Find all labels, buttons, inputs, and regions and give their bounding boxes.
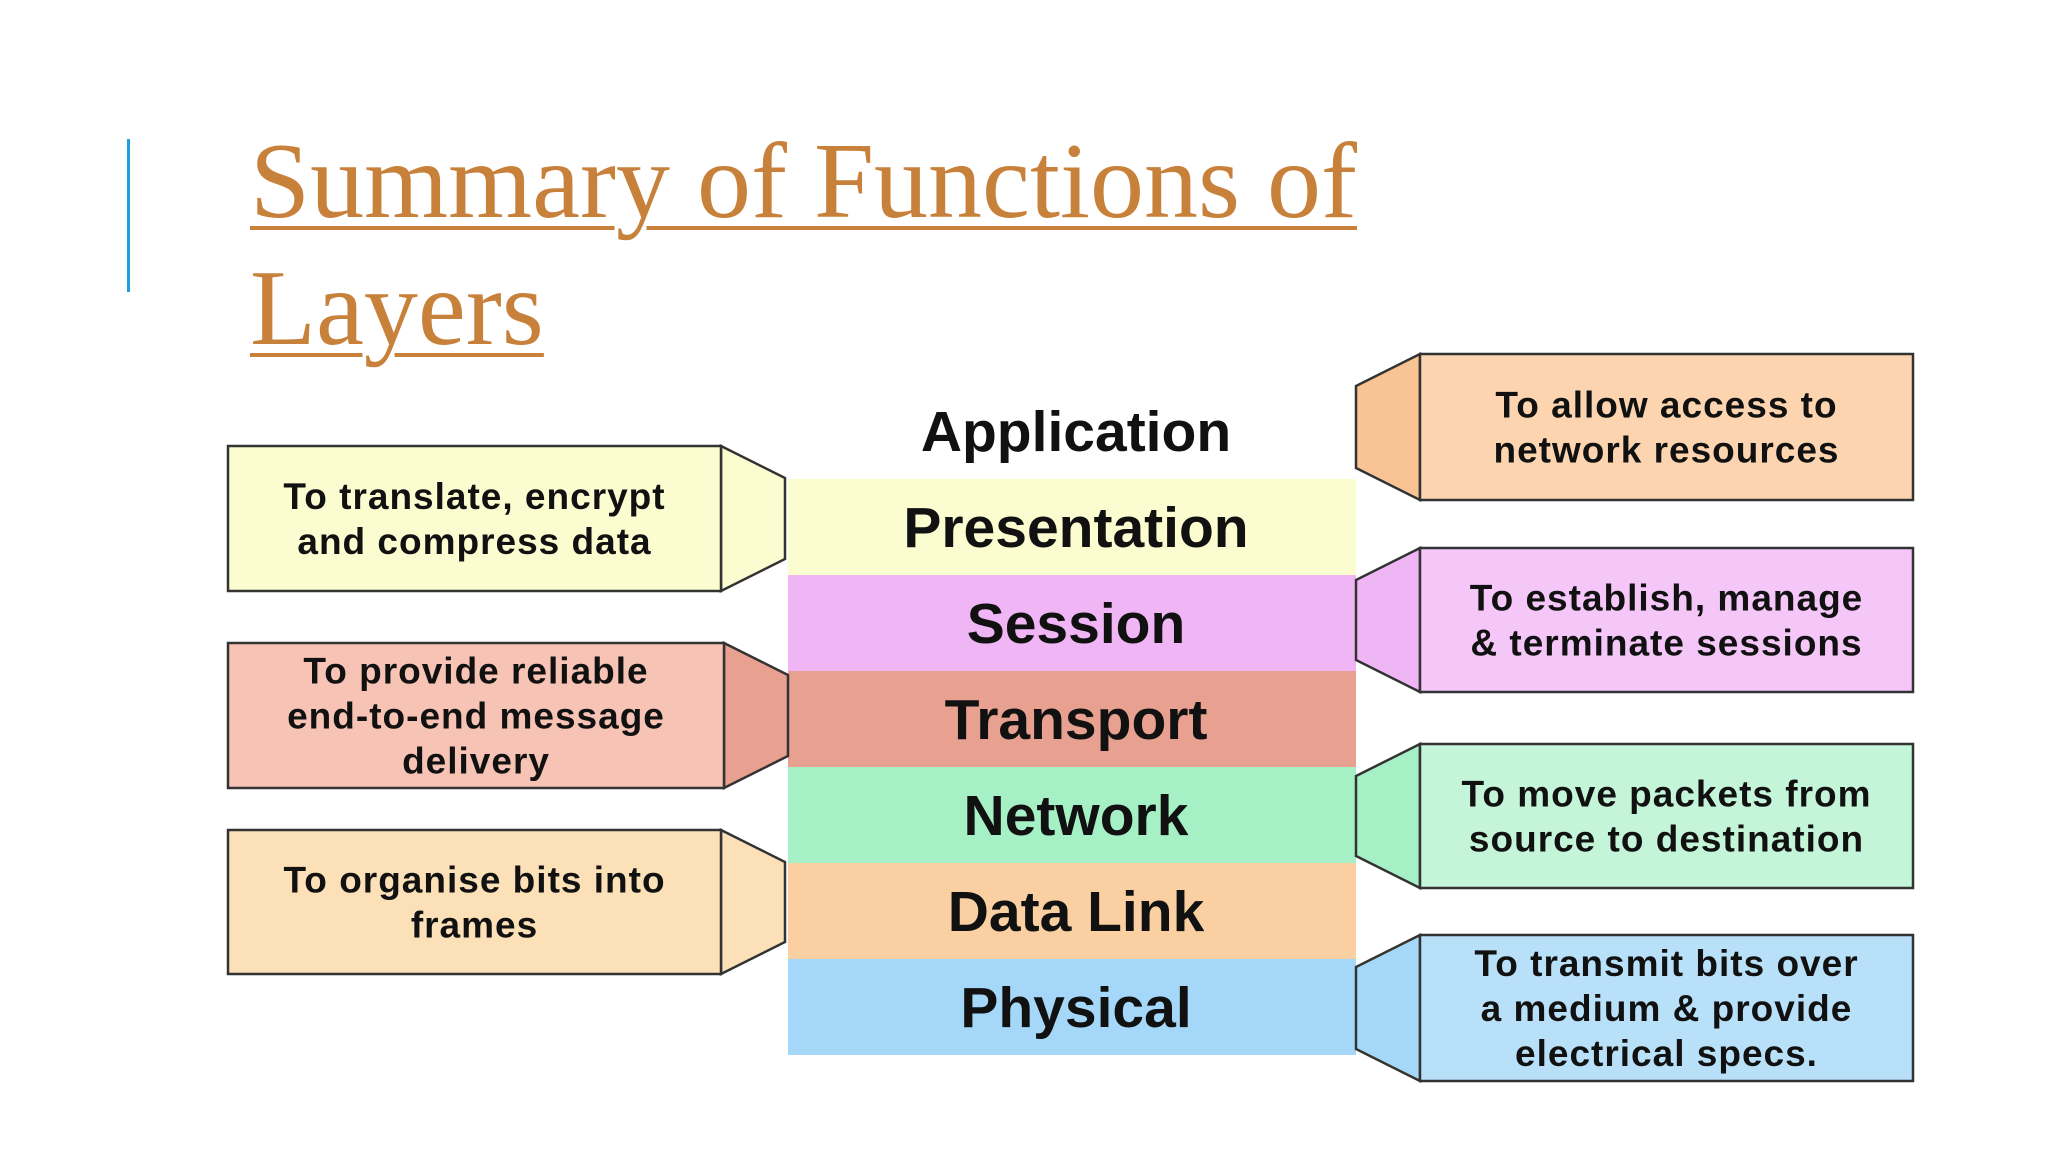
layer-label: Application	[921, 400, 1231, 464]
layer-label: Physical	[960, 976, 1191, 1040]
layer-label: Transport	[945, 688, 1208, 752]
layer-session: Session	[788, 575, 1356, 671]
note-text-line: To organise bits into	[283, 860, 665, 901]
layer-network: Network	[788, 767, 1356, 863]
note-text-line: network resources	[1493, 430, 1839, 471]
note-text-line: end-to-end message	[287, 696, 665, 737]
note-text-line: & terminate sessions	[1470, 623, 1862, 664]
page-title: Summary of Functions of Layers	[250, 122, 1357, 368]
note-text-line: source to destination	[1469, 819, 1864, 860]
layer-band	[788, 767, 1356, 863]
right-note-2: To establish, manage& terminate sessions	[1354, 545, 1915, 695]
note-text-line: To allow access to	[1495, 385, 1837, 426]
note-text-line: To establish, manage	[1470, 578, 1864, 619]
layer-band	[788, 863, 1356, 959]
layer-band	[788, 575, 1356, 671]
right-note-arrow	[1354, 545, 1422, 695]
layer-application: Application	[921, 400, 1231, 464]
right-note-arrow	[1354, 932, 1422, 1084]
layer-stack: ApplicationPresentationSessionTransportN…	[788, 400, 1356, 1055]
note-text-line: and compress data	[297, 521, 651, 562]
right-note-box	[1418, 546, 1915, 694]
layer-band	[788, 671, 1356, 767]
note-text-line: frames	[411, 905, 538, 946]
left-note-arrow	[719, 827, 787, 977]
layer-transport: Transport	[788, 671, 1356, 767]
left-note-box	[226, 828, 723, 976]
note-text-line: electrical specs.	[1515, 1033, 1818, 1074]
layer-physical: Physical	[788, 959, 1356, 1055]
note-text-line: To transmit bits over	[1474, 943, 1858, 984]
note-text-line: delivery	[402, 741, 550, 782]
layer-band	[788, 479, 1356, 575]
left-note-arrow	[719, 443, 787, 594]
left-note-arrow	[722, 640, 790, 791]
right-note-box	[1418, 933, 1915, 1083]
note-text-line: To move packets from	[1462, 774, 1872, 815]
note-text-line: To translate, encrypt	[283, 476, 665, 517]
right-note-arrow	[1354, 351, 1422, 503]
right-note-box	[1418, 352, 1915, 502]
layer-label: Network	[964, 784, 1189, 848]
layer-data-link: Data Link	[788, 863, 1356, 959]
note-text-line: To provide reliable	[303, 651, 648, 692]
left-note-box	[226, 444, 723, 593]
layer-band	[788, 959, 1356, 1055]
slide-accent-bar	[127, 139, 130, 292]
note-text-line: a medium & provide	[1481, 988, 1853, 1029]
right-note-arrow	[1354, 741, 1422, 891]
layer-presentation: Presentation	[788, 479, 1356, 575]
layer-label: Data Link	[948, 880, 1205, 944]
layer-label: Presentation	[903, 496, 1248, 560]
layer-label: Session	[967, 592, 1186, 656]
right-note-box	[1418, 742, 1915, 890]
left-note-box	[226, 641, 726, 790]
